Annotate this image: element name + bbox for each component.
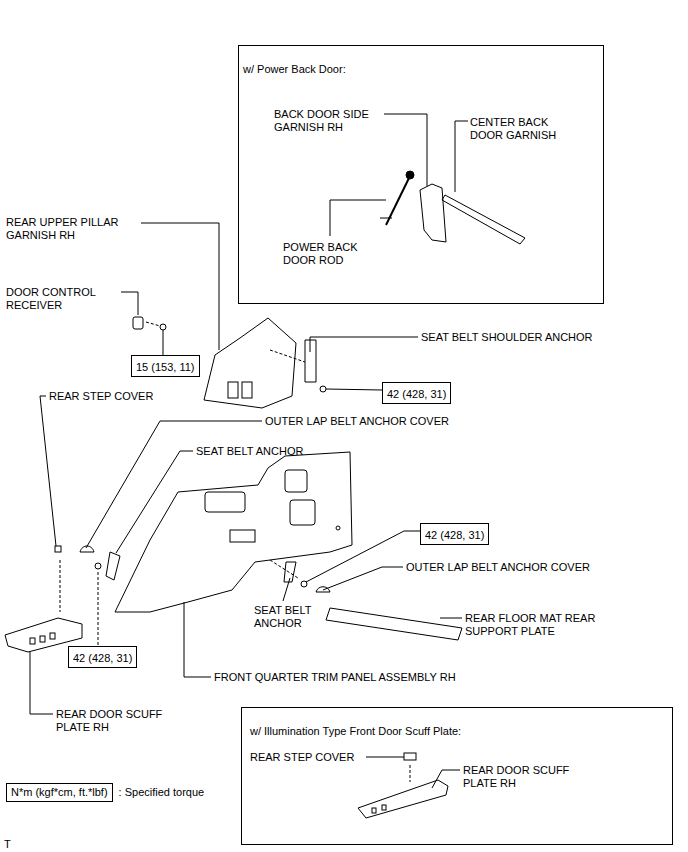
torque-value: 15 (153, 11) — [136, 361, 195, 374]
inset-heading: w/ Illumination Type Front Door Scuff Pl… — [250, 725, 461, 738]
torque-box: 42 (428, 31) — [382, 382, 451, 404]
part-name: FRONT QUARTER TRIM PANEL ASSEMBLY RH — [214, 671, 456, 684]
torque-box: 15 (153, 11) — [131, 355, 200, 377]
part-name: POWER BACK DOOR ROD — [283, 241, 378, 267]
inset-heading: w/ Power Back Door: — [243, 63, 346, 76]
unit-box: N*m (kgf*cm, ft.*lbf) — [6, 783, 113, 802]
part-name: REAR FLOOR MAT REAR SUPPORT PLATE — [465, 612, 617, 638]
leader-lines — [30, 114, 468, 788]
part-name: SEAT BELT ANCHOR — [196, 445, 303, 458]
part-name: DOOR CONTROL RECEIVER — [6, 286, 118, 312]
torque-value: 42 (428, 31) — [73, 652, 132, 665]
inset-panel: w/ Illumination Type Front Door Scuff Pl… — [241, 707, 673, 845]
torque-value: 42 (428, 31) — [425, 529, 484, 542]
illumination-scuff-parts — [358, 753, 448, 818]
part-name: REAR DOOR SCUFF PLATE RH — [56, 708, 176, 734]
torque-box: 42 (428, 31) — [420, 523, 489, 545]
part-name: OUTER LAP BELT ANCHOR COVER — [406, 561, 590, 574]
part-name: CENTER BACK DOOR GARNISH — [470, 116, 570, 142]
part-name: REAR STEP COVER — [250, 751, 354, 764]
trim-parts — [5, 317, 462, 652]
part-name: BACK DOOR SIDE GARNISH RH — [274, 108, 389, 134]
torque-value: 42 (428, 31) — [387, 388, 446, 401]
power-back-door-parts — [380, 171, 525, 244]
torque-box: 42 (428, 31) — [68, 646, 137, 668]
torque-legend: N*m (kgf*cm, ft.*lbf): Specified torque — [6, 783, 204, 802]
legend-text: : Specified torque — [113, 786, 205, 799]
part-name: REAR STEP COVER — [49, 390, 153, 403]
part-name: REAR DOOR SCUFF PLATE RH — [463, 764, 583, 790]
part-name: OUTER LAP BELT ANCHOR COVER — [265, 415, 449, 428]
part-name: REAR UPPER PILLAR GARNISH RH — [6, 216, 141, 242]
part-name: SEAT BELT ANCHOR — [254, 604, 329, 630]
page-code: T — [4, 838, 11, 851]
part-name: SEAT BELT SHOULDER ANCHOR — [421, 331, 593, 344]
